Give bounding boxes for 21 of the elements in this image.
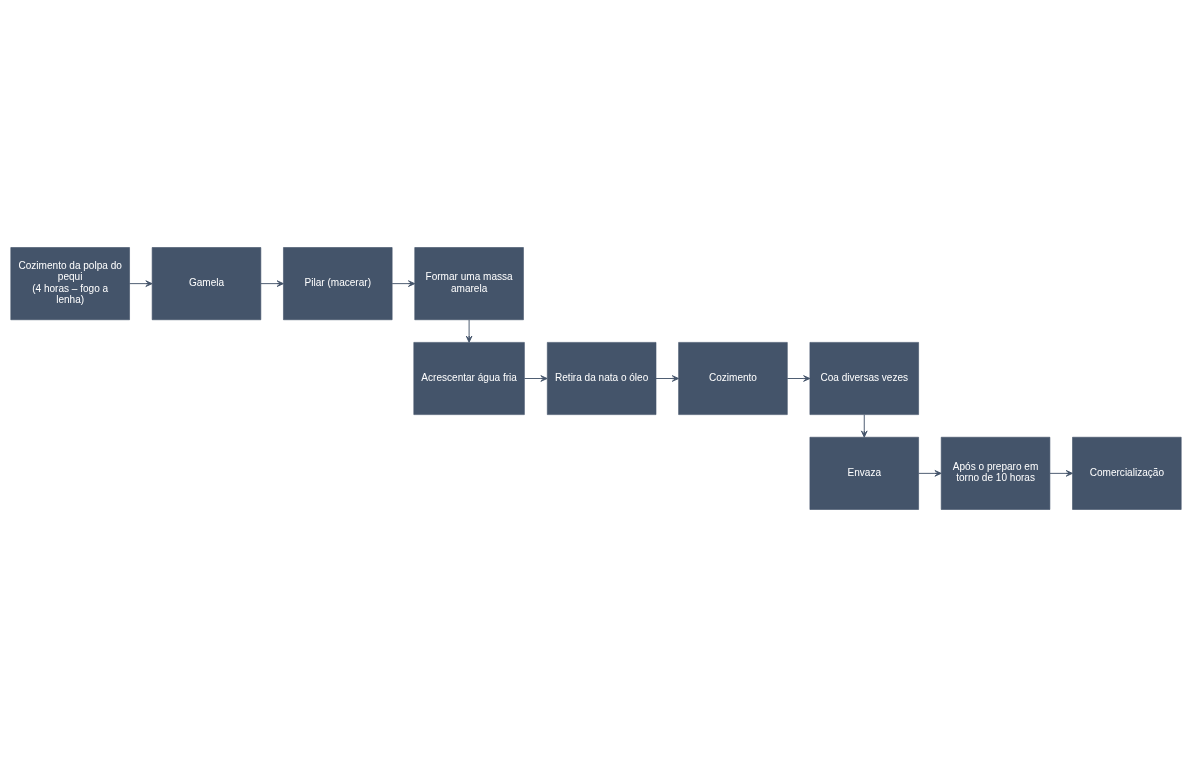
arrow [129, 280, 153, 287]
node-box: Retira da nata o óleo [547, 342, 657, 415]
node-box: Formar uma massa amarela [414, 247, 524, 321]
arrow [465, 319, 473, 343]
node-box: Cozimento da polpa do pequi (4 horas – fogo a lenha) [10, 247, 130, 321]
node-box: Pilar (macerar) [283, 247, 393, 321]
node-box: Coa diversas vezes [809, 342, 919, 415]
node-box: Gamela [151, 247, 262, 321]
node-box: Envaza [809, 436, 919, 510]
arrow [1049, 470, 1073, 477]
node-box: Acrescentar água fria [413, 342, 525, 415]
arrow [786, 375, 811, 382]
arrow [860, 414, 868, 438]
node-box: Cozimento [678, 342, 788, 415]
arrow [260, 280, 284, 287]
node-box: Comercialização [1072, 436, 1182, 510]
arrow [524, 375, 548, 382]
arrow [391, 280, 416, 287]
arrow [655, 375, 680, 382]
arrow [918, 470, 942, 477]
node-box: Após o preparo em torno de 10 horas [940, 436, 1051, 510]
